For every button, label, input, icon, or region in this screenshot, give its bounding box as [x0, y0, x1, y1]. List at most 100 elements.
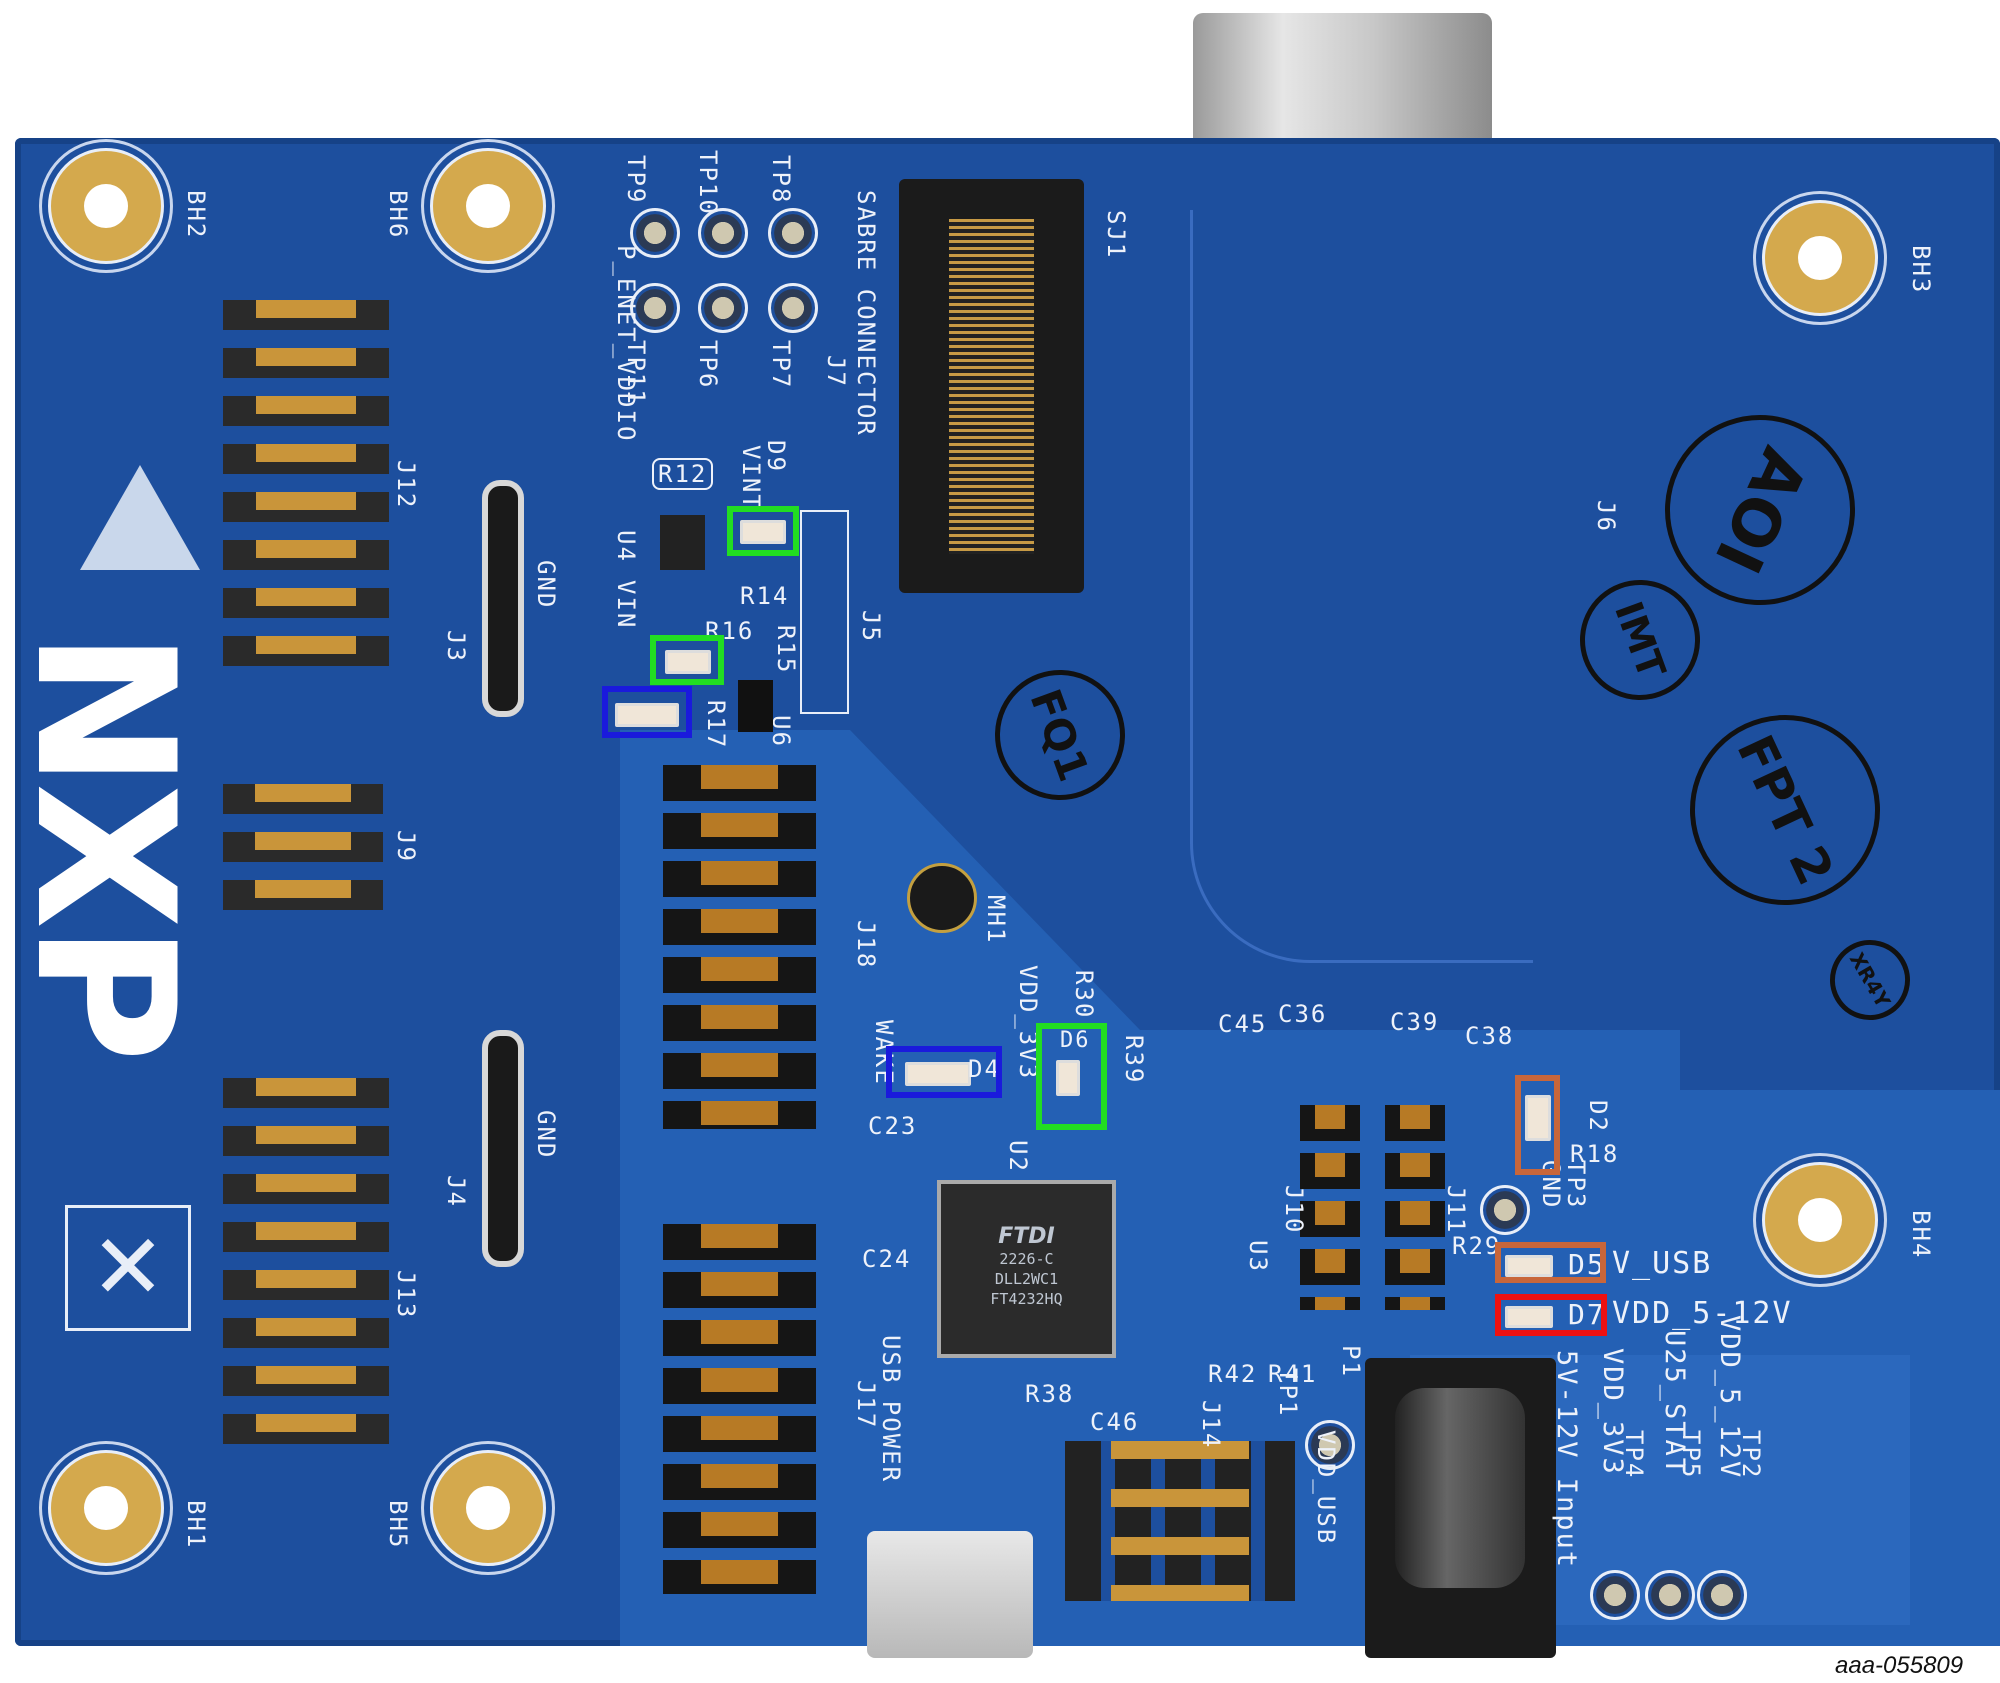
mounting-hole-bh5	[430, 1450, 546, 1566]
header-j13	[223, 1078, 389, 1454]
label-gnd-j3: GND	[532, 560, 560, 610]
label-c39: C39	[1390, 1008, 1440, 1036]
test-point-tp10[interactable]	[698, 208, 748, 258]
highlight-green-d3	[650, 635, 724, 685]
label-usb-power: USB POWER	[877, 1335, 905, 1484]
label-tp5: TP5	[1677, 1430, 1705, 1480]
test-point-tp9[interactable]	[630, 208, 680, 258]
ftdi-chip-line2: DLL2WC1	[994, 1270, 1059, 1288]
label-d2: D2	[1584, 1100, 1612, 1133]
label-tp6: TP6	[694, 340, 722, 390]
test-point-tp3[interactable]	[1480, 1185, 1530, 1235]
led-d5	[1505, 1255, 1553, 1277]
label-c46: C46	[1090, 1408, 1140, 1436]
label-5v-12v-input: 5V-12V Input	[1551, 1350, 1582, 1570]
mounting-hole-bh2	[48, 148, 164, 264]
label-bh3: BH3	[1907, 245, 1935, 295]
chip-u6	[738, 680, 773, 732]
label-j7: J7	[822, 355, 850, 388]
label-j17: J17	[852, 1380, 880, 1430]
micro-usb-connector[interactable]	[867, 1531, 1033, 1658]
label-r17: R17	[702, 700, 730, 750]
label-j4: J4	[442, 1175, 470, 1208]
label-bh6: BH6	[384, 190, 412, 240]
label-tp9: TP9	[622, 155, 650, 205]
figure-id: aaa-055809	[1835, 1652, 1964, 1679]
test-point-tp1[interactable]	[1305, 1420, 1355, 1470]
label-d7: D7	[1568, 1298, 1606, 1331]
label-mh1: MH1	[982, 895, 1010, 945]
mounting-hole-mh1	[907, 863, 977, 933]
test-point-tp8[interactable]	[768, 208, 818, 258]
ftdi-chip: FTDI 2226-C DLL2WC1 FT4232HQ	[937, 1180, 1116, 1358]
highlight-orange-d5	[1495, 1242, 1606, 1283]
highlight-green-d9	[727, 506, 799, 556]
led-d9	[740, 520, 786, 544]
label-v-usb: V_USB	[1612, 1246, 1713, 1281]
test-point-tp7[interactable]	[768, 283, 818, 333]
label-bh4: BH4	[1907, 1210, 1935, 1260]
pad-grid-j6	[1190, 210, 1533, 963]
label-sabre-connector: SABRE CONNECTOR	[852, 190, 880, 437]
test-point-tp6[interactable]	[698, 283, 748, 333]
header-j17	[663, 1224, 816, 1594]
led-vin	[615, 703, 679, 727]
header-j5	[800, 510, 849, 714]
label-sj1: SJ1	[1102, 210, 1130, 260]
led-d4	[905, 1062, 971, 1086]
label-j18: J18	[852, 920, 880, 970]
label-r41: R41	[1268, 1360, 1318, 1388]
label-bh2: BH2	[182, 190, 210, 240]
label-r29: R29	[1452, 1232, 1502, 1260]
label-j5: J5	[857, 610, 885, 643]
label-c36: C36	[1278, 1000, 1328, 1028]
chip-u4	[660, 515, 705, 570]
label-p1: P1	[1337, 1345, 1365, 1378]
label-j10: J10	[1280, 1185, 1308, 1235]
gnd-bar-j4	[482, 1030, 524, 1267]
mounting-hole-bh1	[48, 1450, 164, 1566]
label-tp10: TP10	[694, 150, 722, 216]
label-c38: C38	[1465, 1022, 1515, 1050]
ftdi-chip-brand: FTDI	[998, 1224, 1055, 1249]
test-point-tp4[interactable]	[1590, 1570, 1640, 1620]
label-j9: J9	[392, 830, 420, 863]
led-d6	[1056, 1060, 1080, 1096]
label-vdd-5-12v: VDD_5-12V	[1612, 1296, 1793, 1331]
weee-bin-icon: ✕	[65, 1205, 191, 1331]
label-j6: J6	[1592, 500, 1620, 533]
mounting-hole-bh6	[430, 148, 546, 264]
highlight-orange-d2	[1515, 1075, 1560, 1175]
sabre-connector-j7	[899, 179, 1084, 593]
label-r15: R15	[772, 625, 800, 675]
label-tp3: TP3	[1562, 1160, 1590, 1210]
highlight-green-d6	[1036, 1023, 1107, 1130]
label-tp7: TP7	[767, 340, 795, 390]
label-d4: D4	[968, 1055, 1001, 1083]
ftdi-chip-line1: 2226-C	[999, 1250, 1054, 1268]
dc-power-jack-p1[interactable]	[1365, 1358, 1556, 1658]
highlight-blue-vin	[602, 686, 692, 738]
test-point-tp5[interactable]	[1645, 1570, 1695, 1620]
test-point-tp11[interactable]	[630, 283, 680, 333]
nxp-logo: NXP	[0, 630, 215, 1057]
label-j14: J14	[1197, 1400, 1225, 1450]
label-j11: J11	[1442, 1185, 1470, 1235]
header-j9	[223, 784, 383, 918]
top-connector	[1193, 13, 1492, 143]
label-tp2: TP2	[1737, 1430, 1765, 1480]
label-r39: R39	[1120, 1035, 1148, 1085]
label-r30: R30	[1070, 970, 1098, 1020]
label-j13: J13	[392, 1270, 420, 1320]
label-r42: R42	[1208, 1360, 1258, 1388]
test-point-tp2[interactable]	[1697, 1570, 1747, 1620]
led-d7	[1505, 1306, 1553, 1328]
label-vint: VINT	[737, 445, 765, 511]
label-u4: U4	[612, 530, 640, 563]
label-bh1: BH1	[182, 1500, 210, 1550]
label-u2: U2	[1004, 1140, 1032, 1173]
label-gnd-j4: GND	[532, 1110, 560, 1160]
label-tp4: TP4	[1620, 1430, 1648, 1480]
highlight-blue-d4	[886, 1046, 1002, 1098]
label-vdd-usb: VDD_USB	[1312, 1430, 1340, 1546]
